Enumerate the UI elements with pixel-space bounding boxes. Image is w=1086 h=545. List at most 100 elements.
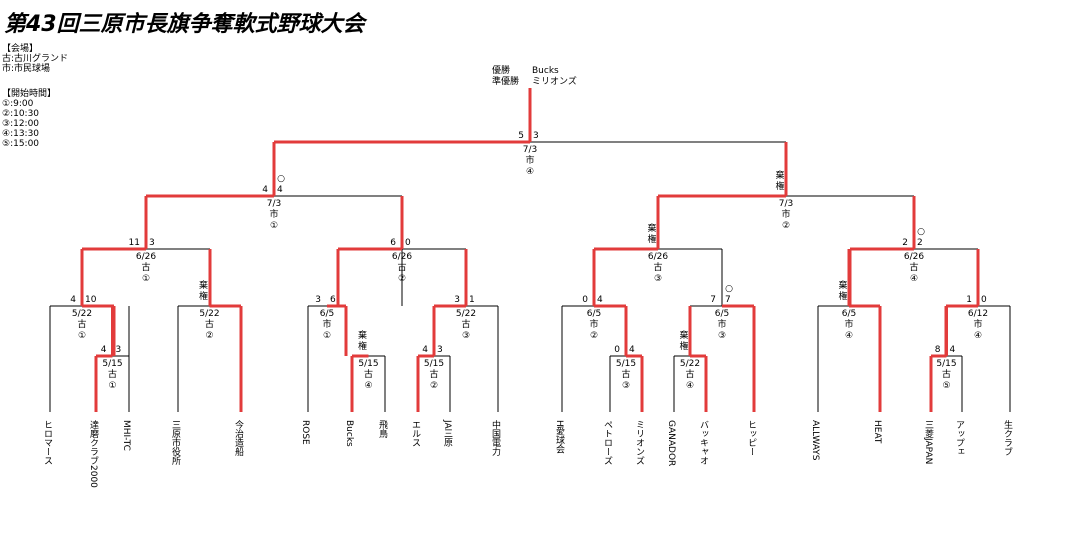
match-date: 6/5	[842, 309, 856, 319]
team-name: ミリオンズ	[634, 420, 645, 465]
match-venue: 古	[397, 261, 406, 273]
match-date: 5/15	[424, 359, 444, 369]
tiebreak-mark: ○	[725, 284, 733, 294]
left-score: 6	[390, 238, 396, 248]
match-date: 5/15	[616, 359, 636, 369]
match-venue: 古	[429, 368, 438, 380]
left-score: 1	[966, 295, 972, 305]
match-venue: 古	[77, 318, 86, 330]
match-slot: ②	[590, 331, 598, 341]
team-name: 三菱JAPAN	[923, 420, 934, 464]
left-score: 4	[70, 295, 76, 305]
forfeit-note: 棄	[647, 222, 656, 234]
time-line: ①:9:00	[2, 99, 34, 109]
forfeit-note: 棄	[679, 329, 688, 341]
left-score: 0	[614, 345, 620, 355]
team-name: JA三原	[442, 419, 453, 447]
right-score: 3	[116, 345, 122, 355]
time-line: ④:13:30	[2, 129, 40, 139]
team-name: ALLWAYS	[810, 420, 820, 461]
right-score: 2	[917, 238, 923, 248]
left-score: 8	[935, 345, 941, 355]
winner-label: 優勝	[492, 64, 510, 76]
match-date: 5/22	[72, 309, 92, 319]
match-date: 6/12	[968, 309, 988, 319]
team-name: HEAT	[872, 420, 882, 444]
page-title: 第43回三原市長旗争奪軟式野球大会	[4, 12, 365, 37]
left-score: 7	[710, 295, 716, 305]
match-venue: 古	[141, 261, 150, 273]
match-date: 5/15	[358, 359, 378, 369]
match-venue: 市	[269, 208, 278, 220]
right-score: 3	[437, 345, 443, 355]
right-score: 4	[597, 295, 603, 305]
match-date: 7/3	[779, 199, 793, 209]
team-name: GANADOR	[666, 420, 676, 466]
team-name: ヒロマース	[42, 420, 52, 465]
match-date: 6/26	[392, 252, 412, 262]
left-score: 3	[315, 295, 321, 305]
forfeit-note: 権	[838, 290, 847, 302]
match-slot: ①	[142, 274, 150, 284]
match-venue: 古	[621, 368, 630, 380]
match-slot: ③	[622, 381, 630, 391]
match-date: 6/5	[320, 309, 334, 319]
match-slot: ④	[364, 381, 372, 391]
match-venue: 市	[973, 318, 982, 330]
venue-line: 市:市民球場	[2, 64, 51, 74]
team-name: 中国電力	[490, 419, 501, 457]
match-slot: ③	[654, 274, 662, 284]
runner-up-team: ミリオンズ	[532, 75, 577, 87]
right-score: 1	[469, 295, 475, 305]
team-name: 三原市役所	[170, 420, 181, 466]
match-slot: ④	[686, 381, 694, 391]
match-date: 5/22	[680, 359, 700, 369]
left-score: 3	[454, 295, 460, 305]
runner-up-label: 準優勝	[492, 75, 519, 87]
team-name: MHI-TC	[121, 420, 131, 451]
time-line: ②:10:30	[2, 109, 40, 119]
match-date: 6/5	[587, 309, 601, 319]
match-slot: ⑤	[942, 381, 950, 391]
forfeit-note: 棄	[358, 329, 367, 341]
venue-legend: 【会場】 古:古川グランド 市:市民球場	[2, 44, 68, 74]
match-venue: 古	[909, 261, 918, 273]
team-name: ペトローズ	[602, 420, 613, 465]
forfeit-note: 棄	[838, 279, 847, 291]
match-slot: ②	[430, 381, 438, 391]
right-score: 0	[981, 295, 987, 305]
match-venue: 古	[108, 368, 117, 380]
match-slot: ③	[462, 331, 470, 341]
forfeit-note: 権	[775, 180, 784, 192]
match-date: 5/22	[199, 309, 219, 319]
match-slot: ①	[78, 331, 86, 341]
match-date: 5/15	[936, 359, 956, 369]
right-score: 4	[629, 345, 635, 355]
forfeit-note: 棄	[199, 279, 208, 291]
right-score: 7	[725, 295, 731, 305]
left-score: 5	[518, 131, 524, 141]
time-line: ③:12:00	[2, 119, 40, 129]
team-name: ヒッピー	[746, 420, 756, 456]
team-name: H愛球会	[554, 420, 565, 455]
match-venue: 市	[717, 318, 726, 330]
forfeit-note: 権	[199, 290, 208, 302]
match-date: 6/5	[715, 309, 729, 319]
right-score: 10	[85, 295, 97, 305]
team-name: バッキャオ	[698, 420, 709, 465]
team-name: 今治造船	[233, 419, 244, 457]
forfeit-note: 棄	[775, 169, 784, 181]
team-name: アップェ	[954, 420, 964, 456]
left-score: 0	[582, 295, 588, 305]
match-date: 6/26	[904, 252, 924, 262]
forfeit-note: 権	[647, 233, 656, 245]
team-name: 飛鳥	[377, 420, 388, 439]
match-date: 7/3	[523, 145, 537, 155]
right-score: 3	[149, 238, 155, 248]
winner-team: Bucks	[532, 66, 559, 76]
match-slot: ④	[910, 274, 918, 284]
match-date: 5/15	[102, 359, 122, 369]
left-score: 4	[262, 185, 268, 195]
team-name: 達磨クラブ2000	[88, 419, 99, 488]
